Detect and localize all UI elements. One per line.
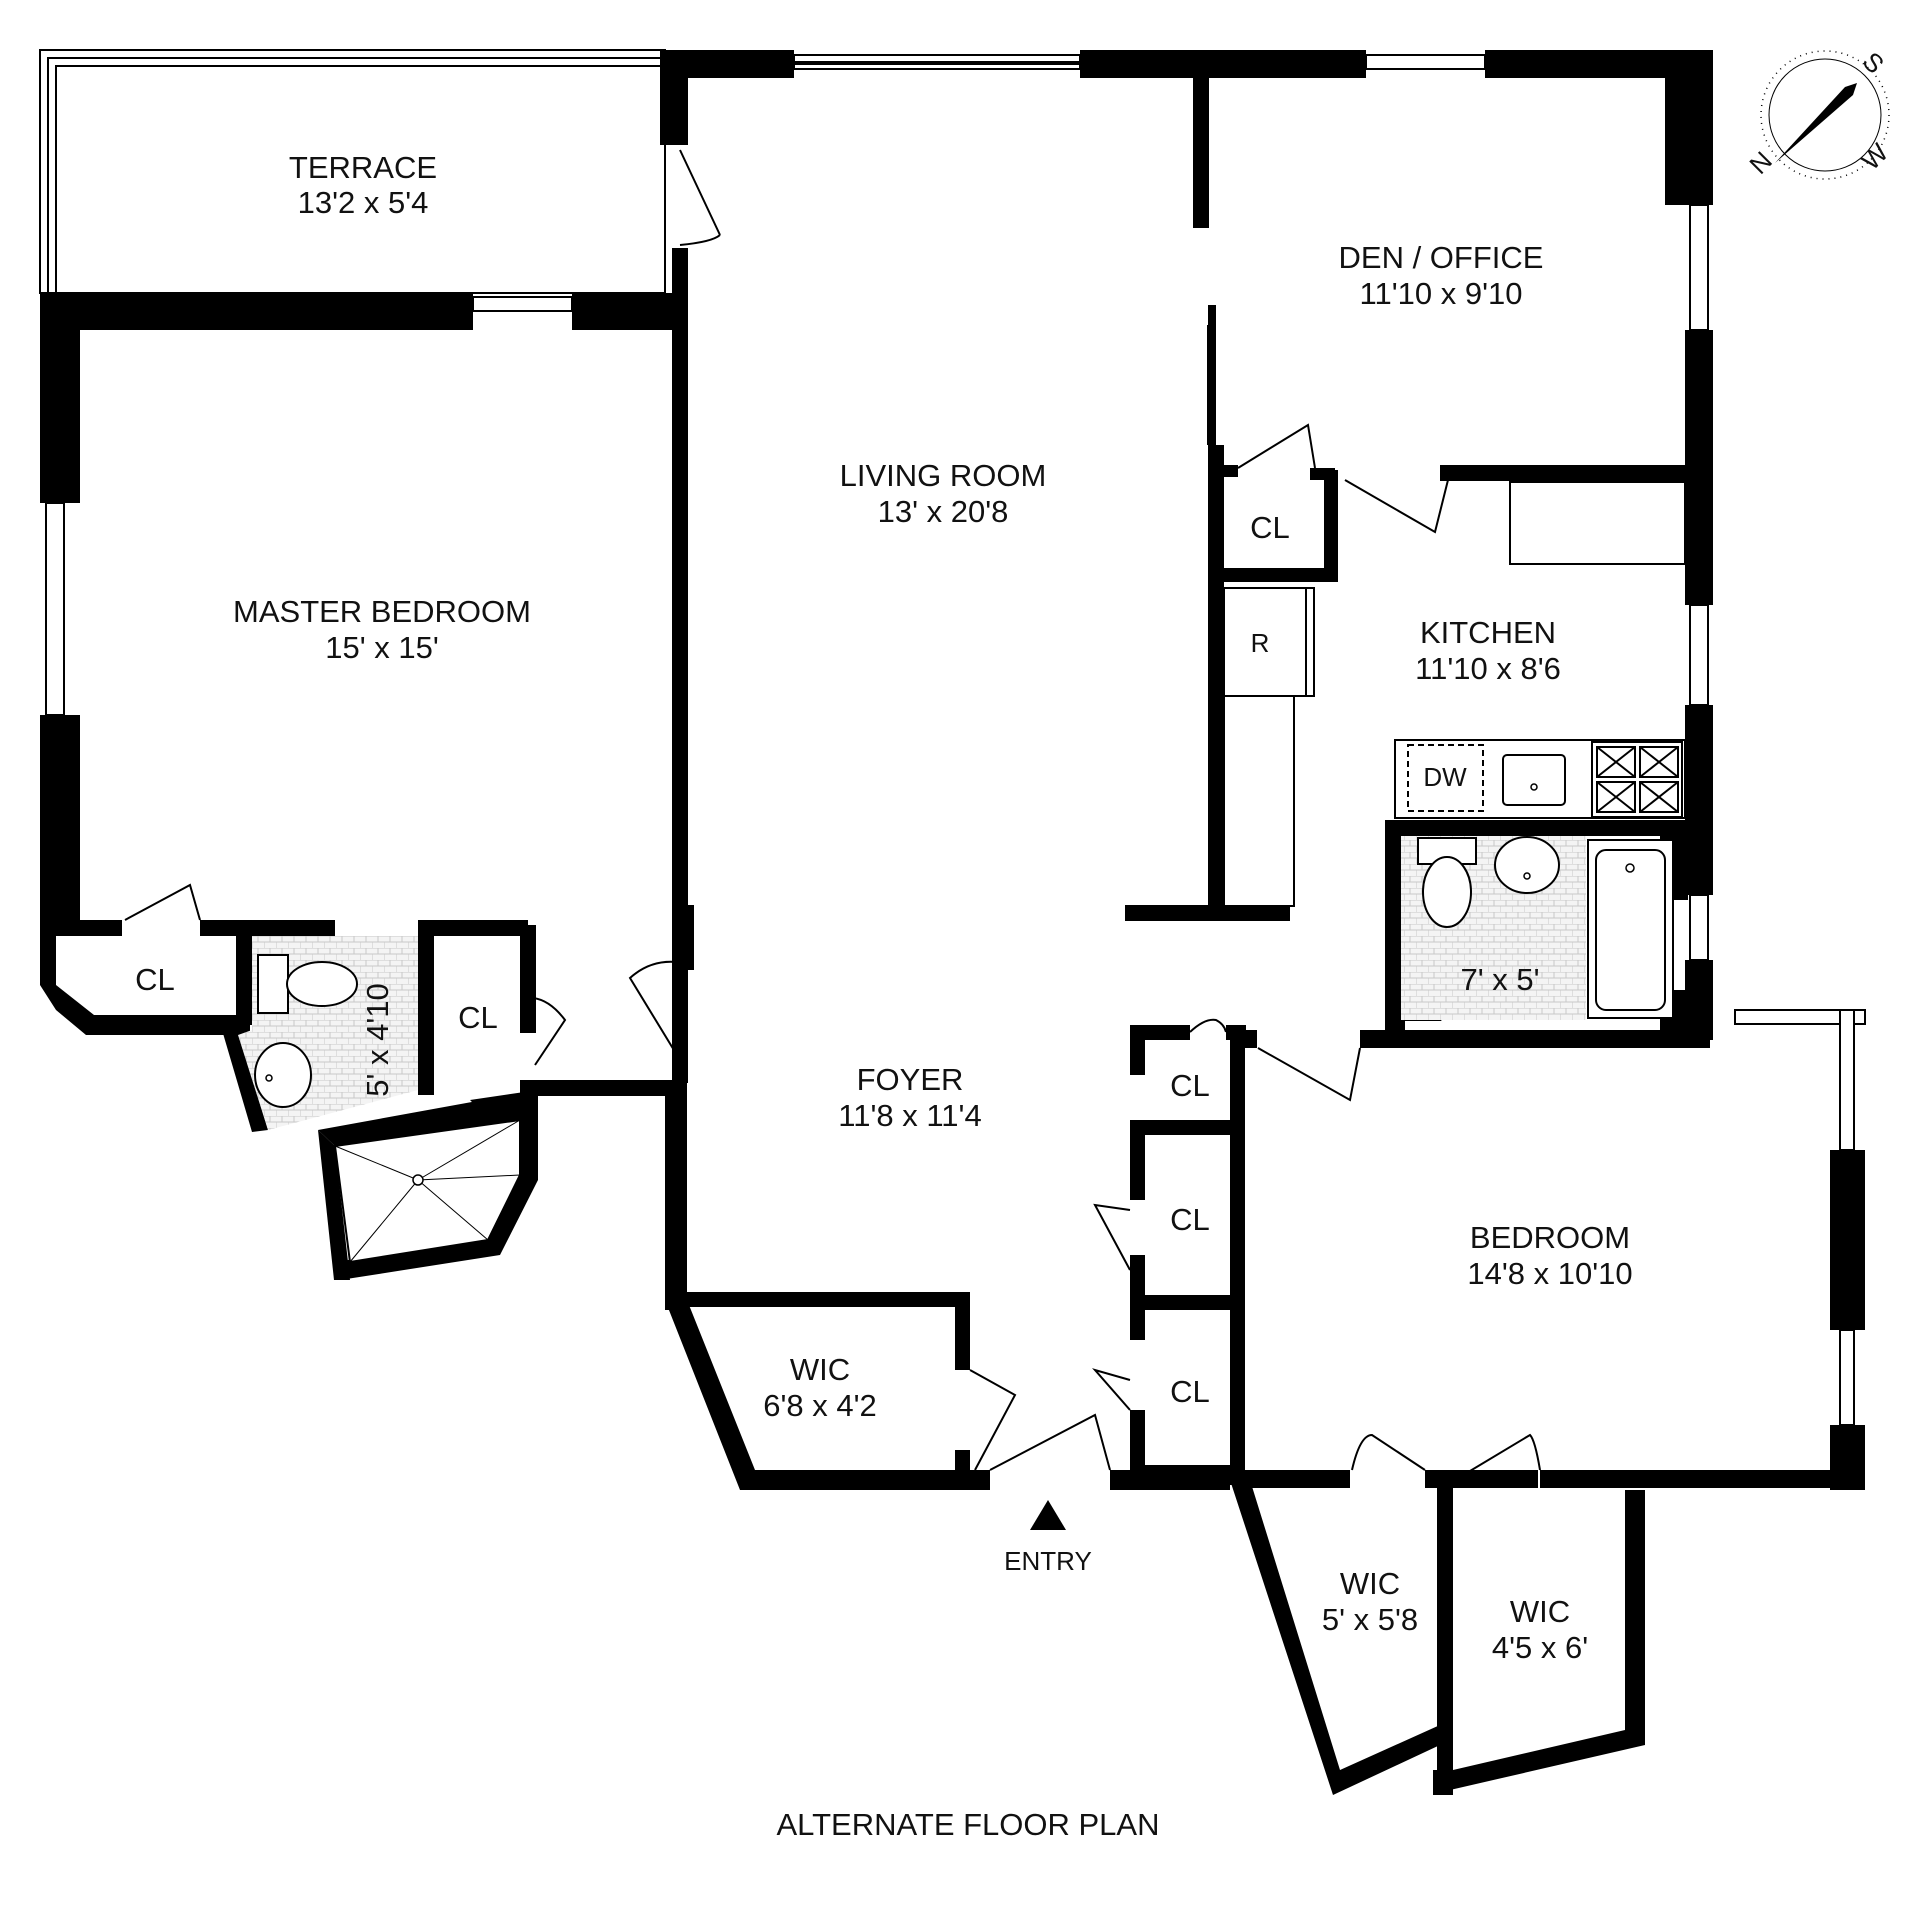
compass-south: S <box>1857 46 1890 79</box>
room-master-bedroom: MASTER BEDROOM 15' x 15' <box>233 594 531 665</box>
room-size: 11'10 x 9'10 <box>1360 276 1523 311</box>
entry-arrow-icon <box>1030 1500 1066 1530</box>
room-name: TERRACE <box>289 150 437 185</box>
master-bath-fixtures <box>238 936 521 1264</box>
compass: N S W <box>1743 46 1894 180</box>
room-bedroom: BEDROOM 14'8 x 10'10 <box>1467 1220 1632 1291</box>
doors <box>124 149 1541 1481</box>
room-name: BEDROOM <box>1470 1220 1630 1255</box>
room-size: 4'5 x 6' <box>1492 1630 1588 1665</box>
room-name: DEN / OFFICE <box>1339 240 1544 275</box>
compass-needle-icon <box>1775 83 1857 163</box>
room-wic-bedroom-1: WIC 5' x 5'8 <box>1322 1566 1418 1637</box>
closet-label: CL <box>1170 1068 1210 1103</box>
room-size: 6'8 x 4'2 <box>763 1388 877 1423</box>
room-foyer: FOYER 11'8 x 11'4 <box>838 1062 981 1133</box>
entry-label: ENTRY <box>1004 1546 1092 1576</box>
plan-title: ALTERNATE FLOOR PLAN <box>777 1807 1160 1842</box>
bath-size: 7' x 5' <box>1460 962 1539 997</box>
closet-label: CL <box>458 1000 498 1035</box>
terrace <box>39 49 666 294</box>
room-kitchen: KITCHEN 11'10 x 8'6 <box>1415 615 1561 686</box>
room-size: 13'2 x 5'4 <box>298 185 429 220</box>
compass-north: N <box>1743 145 1777 179</box>
room-size: 13' x 20'8 <box>878 494 1009 529</box>
compass-west: W <box>1855 137 1894 176</box>
room-size: 5' x 5'8 <box>1322 1602 1418 1637</box>
master-bath-size: 5' x 4'10 <box>360 983 395 1097</box>
bath-fixtures <box>1401 836 1674 1020</box>
room-wic-foyer: WIC 6'8 x 4'2 <box>763 1352 877 1423</box>
room-name: FOYER <box>857 1062 964 1097</box>
closet-label: CL <box>135 962 175 997</box>
room-wic-bedroom-2: WIC 4'5 x 6' <box>1492 1594 1588 1665</box>
room-name: WIC <box>1340 1566 1400 1601</box>
room-name: WIC <box>790 1352 850 1387</box>
room-size: 11'10 x 8'6 <box>1415 651 1561 686</box>
room-size: 11'8 x 11'4 <box>838 1098 981 1133</box>
room-name: KITCHEN <box>1420 615 1556 650</box>
room-living-room: LIVING ROOM 13' x 20'8 <box>840 458 1047 529</box>
closet-label: CL <box>1170 1374 1210 1409</box>
windows <box>45 54 1866 1426</box>
room-name: WIC <box>1510 1594 1570 1629</box>
room-size: 15' x 15' <box>325 630 439 665</box>
room-terrace: TERRACE 13'2 x 5'4 <box>289 150 437 220</box>
kitchen-fixtures <box>1223 481 1686 907</box>
room-size: 14'8 x 10'10 <box>1467 1256 1632 1291</box>
refrigerator-label: R <box>1251 628 1270 658</box>
walls <box>40 50 1865 1795</box>
closet-label: CL <box>1250 510 1290 545</box>
dishwasher-label: DW <box>1423 762 1467 792</box>
closet-label: CL <box>1170 1202 1210 1237</box>
room-name: MASTER BEDROOM <box>233 594 531 629</box>
room-name: LIVING ROOM <box>840 458 1047 493</box>
room-den-office: DEN / OFFICE 11'10 x 9'10 <box>1339 240 1544 311</box>
